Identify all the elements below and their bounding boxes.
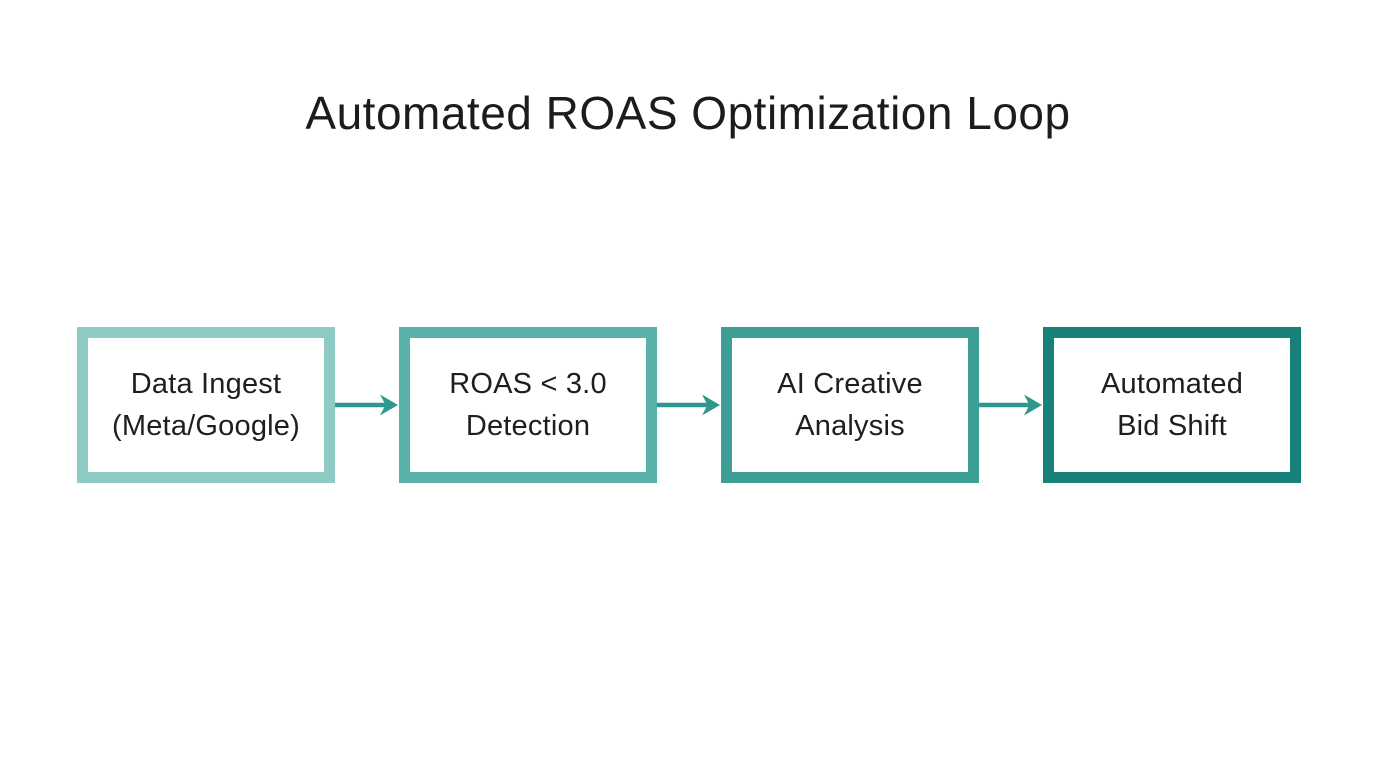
step-label-line: Analysis (795, 410, 905, 442)
step-label-line: Data Ingest (130, 368, 282, 400)
arrow-right-icon (657, 394, 720, 416)
diagram-title: Automated ROAS Optimization Loop (305, 87, 1071, 139)
arrow-right-icon (335, 394, 398, 416)
flow-arrow (657, 391, 721, 419)
flow-step-label: Data Ingest (Meta/Google) (112, 363, 300, 447)
flow-step-roas-detection: ROAS < 3.0 Detection (399, 327, 657, 483)
step-label-line: Detection (465, 410, 591, 442)
step-label-line: AI Creative (777, 368, 923, 400)
flow-step-label: Automated Bid Shift (1101, 363, 1243, 447)
step-label-line: Automated (1100, 368, 1244, 400)
flow-step-automated-bid-shift: Automated Bid Shift (1043, 327, 1301, 483)
flow-step-label: ROAS < 3.0 Detection (449, 363, 607, 447)
flow-row: Data Ingest (Meta/Google) ROAS < 3.0 Det… (77, 327, 1301, 483)
flow-arrow (335, 391, 399, 419)
flow-step-data-ingest: Data Ingest (Meta/Google) (77, 327, 335, 483)
flow-step-ai-creative-analysis: AI Creative Analysis (721, 327, 979, 483)
flow-arrow (979, 391, 1043, 419)
arrow-right-icon (979, 394, 1042, 416)
step-label-line: Bid Shift (1117, 410, 1227, 442)
step-label-line: (Meta/Google) (112, 410, 300, 442)
step-label-line: ROAS < 3.0 (449, 368, 607, 400)
flow-step-label: AI Creative Analysis (777, 363, 923, 447)
